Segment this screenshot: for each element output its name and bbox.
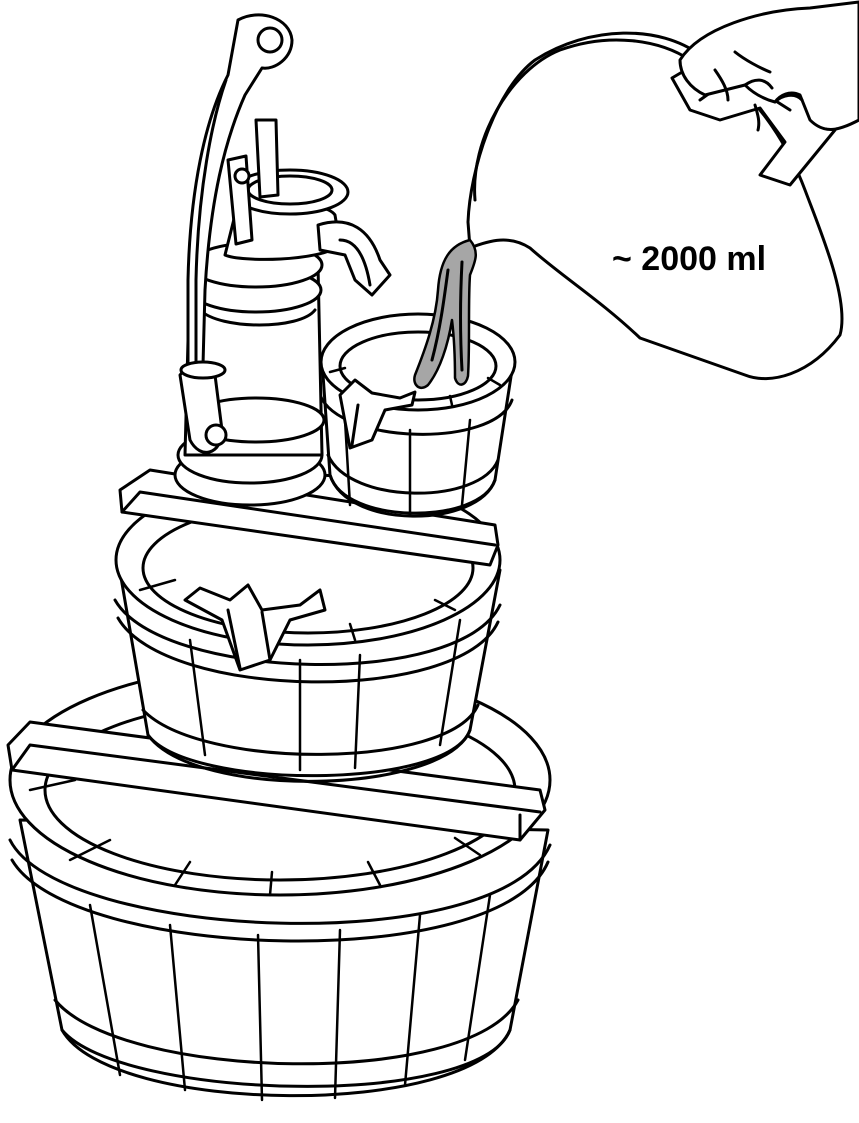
volume-label: ~ 2000 ml bbox=[612, 240, 766, 278]
water-stream bbox=[413, 238, 477, 390]
hand-pump bbox=[173, 13, 392, 507]
hand-icon bbox=[678, 0, 859, 132]
top-bucket bbox=[318, 312, 517, 518]
middle-barrel bbox=[113, 468, 502, 783]
